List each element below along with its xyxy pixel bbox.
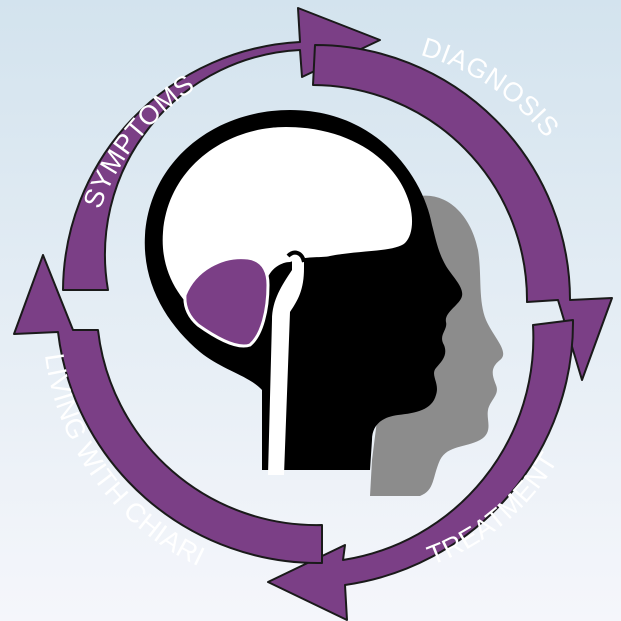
arrow-treatment-to-living — [267, 319, 575, 621]
cerebellum-icon — [183, 256, 270, 348]
cycle-ring — [13, 7, 613, 621]
arrow-symptoms-to-diagnosis — [62, 7, 381, 291]
spinal-cord-icon — [268, 248, 305, 475]
head-illustration — [144, 110, 504, 496]
arrow-diagnosis-to-treatment — [312, 44, 613, 381]
arrow-living-to-symptoms — [13, 254, 323, 565]
brainstem-notch — [286, 250, 306, 263]
